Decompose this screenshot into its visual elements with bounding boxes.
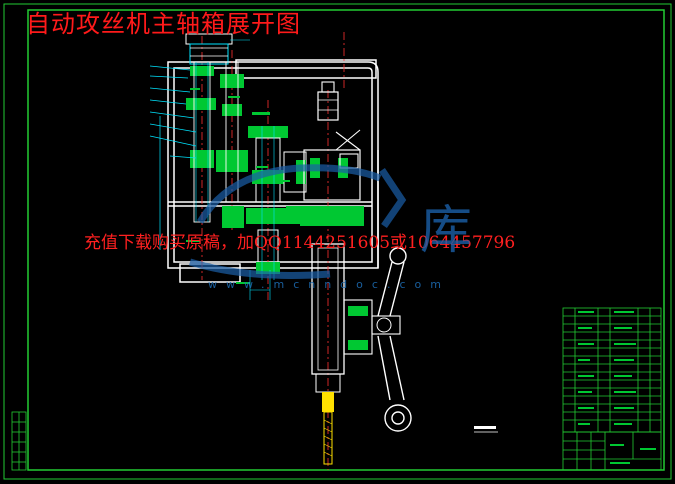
title-block	[562, 431, 662, 471]
watermark-char: 库	[420, 201, 473, 261]
parts-list-entries	[578, 311, 636, 425]
outer-frame	[3, 3, 672, 480]
gear-stack-shaft-3	[246, 126, 290, 280]
callout-labels	[186, 88, 290, 284]
promo-banner: 充值下载购买原稿，加QQ1144251605或1064457796	[84, 233, 516, 253]
inner-frame	[27, 9, 665, 471]
watermark-logo	[188, 164, 407, 279]
drawing-title: 自动攻丝机主轴箱展开图	[26, 10, 301, 38]
gear-stack-shaft-2	[216, 61, 248, 228]
feed-mechanism	[343, 299, 401, 355]
leader-lines-left	[149, 65, 197, 250]
left-info-strip	[11, 411, 27, 471]
top-pulley	[185, 33, 233, 65]
parts-list-table	[562, 307, 662, 433]
handle-lever	[377, 247, 412, 432]
title-block-entries	[610, 444, 656, 464]
watermark-url: www.mcnndoc.com	[208, 278, 450, 291]
scale-box	[474, 426, 498, 433]
gear-stack-shaft-1	[186, 61, 216, 223]
